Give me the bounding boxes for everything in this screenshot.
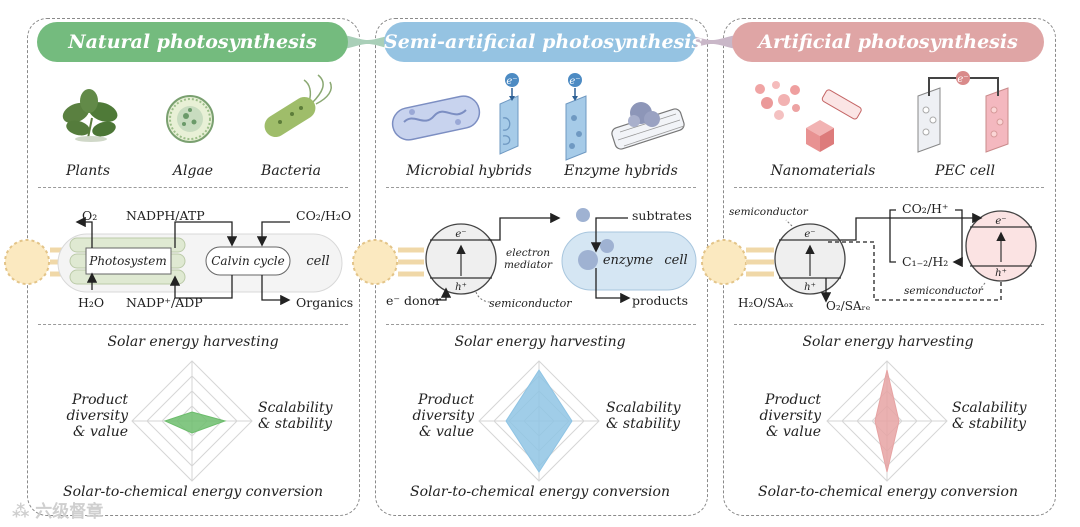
natural-cell-label: cell <box>306 254 329 269</box>
nadp-label: NADP⁺/ADP <box>126 295 203 310</box>
pec-e-label: e⁻ <box>957 74 968 85</box>
label-bacteria: Bacteria <box>261 163 321 179</box>
banner-natural: Natural photosynthesis <box>37 22 348 62</box>
e-donor-label: e⁻ donor <box>386 293 441 308</box>
art-semiconductor-bottom-label: semiconductor <box>904 285 984 297</box>
semi-semiconductor-label: semiconductor <box>489 297 572 310</box>
separator <box>386 187 696 188</box>
semi-cell-label: cell <box>664 253 687 268</box>
art-right-h-label: h⁺ <box>995 268 1007 279</box>
banner-semi-artificial: Semi-artificial photosynthesis <box>384 22 702 62</box>
subtrates-label: subtrates <box>632 208 692 223</box>
radar-value-area <box>505 369 573 473</box>
radar-bottom-label: Solar-to-chemical energy conversion <box>63 484 323 500</box>
microbe-e-label: e⁻ <box>506 76 517 87</box>
microbial-hybrid-icon <box>391 95 481 141</box>
radar-chart <box>826 360 948 482</box>
radar-right-label: Scalability& stability <box>258 400 333 432</box>
photosystem-label: Photosystem <box>88 254 166 268</box>
radar-right-label: Scalability& stability <box>952 400 1027 432</box>
co2-h-label: CO₂/H⁺ <box>902 201 949 216</box>
radar-value-area <box>874 369 900 473</box>
artificial-scheme: e⁻ h⁺ e⁻ h⁺ semiconductor CO₂/H⁺ C₁₋₂/H₂… <box>701 201 1037 313</box>
label-microbial-hybrids: Microbial hybrids <box>406 163 532 179</box>
label-algae: Algae <box>172 163 214 179</box>
separator <box>38 324 348 325</box>
enzyme-label: enzyme <box>603 253 654 268</box>
radar-top-label: Solar energy harvesting <box>802 334 974 350</box>
pec-cell-icon: e⁻ <box>917 71 1009 153</box>
watermark: ⁂ 六级督章 <box>12 502 104 522</box>
products-label: products <box>632 293 688 308</box>
nanotube-enzyme-icon <box>611 102 685 150</box>
o2-sare-label: O₂/SAᵣₑ <box>826 299 871 313</box>
label-nanomaterials: Nanomaterials <box>770 163 876 179</box>
h2o-saox-label: H₂O/SAₒₓ <box>738 296 794 310</box>
mediator-label: mediator <box>504 259 553 271</box>
banner-artificial: Artificial photosynthesis <box>732 22 1044 62</box>
bacteria-icon <box>264 74 332 138</box>
label-pec-cell: PEC cell <box>935 163 995 179</box>
radar-chart <box>478 360 600 482</box>
plant-icon <box>62 89 118 142</box>
art-h-label: h⁺ <box>804 282 816 293</box>
h2o-label: H₂O <box>78 295 104 310</box>
microbe-semiconductor-icon: e⁻ <box>499 73 519 155</box>
natural-scheme: Photosystem Calvin cycle cell O₂ NADPH/A… <box>4 208 353 310</box>
nadph-label: NADPH/ATP <box>126 208 205 223</box>
art-right-e-label: e⁻ <box>995 216 1006 227</box>
radar-top-label: Solar energy harvesting <box>107 334 279 350</box>
radar-bottom-label: Solar-to-chemical energy conversion <box>410 484 670 500</box>
separator <box>386 324 696 325</box>
label-enzyme-hybrids: Enzyme hybrids <box>564 163 678 179</box>
organics-label: Organics <box>296 295 353 310</box>
calvin-cycle-label: Calvin cycle <box>211 254 285 268</box>
separator <box>38 187 348 188</box>
label-plants: Plants <box>65 163 111 179</box>
electron-label: electron <box>506 247 550 259</box>
radar-chart <box>131 360 253 482</box>
radar-right-label: Scalability& stability <box>606 400 681 432</box>
c12-h2-label: C₁₋₂/H₂ <box>902 254 948 269</box>
semi-h-label: h⁺ <box>455 282 467 293</box>
o2-label: O₂ <box>82 208 97 223</box>
co2-h2o-label: CO₂/H₂O <box>296 208 351 223</box>
semi-e-label: e⁻ <box>455 229 466 240</box>
semi-scheme: e⁻ h⁺ enzyme cell electron mediator subt… <box>352 208 697 310</box>
radar-top-label: Solar energy harvesting <box>454 334 626 350</box>
separator <box>734 324 1044 325</box>
algae-icon <box>166 95 214 143</box>
enzyme-semiconductor-icon: e⁻ <box>565 73 587 161</box>
art-semiconductor-top-label: semiconductor <box>729 206 809 218</box>
separator <box>734 187 1044 188</box>
radar-value-area <box>163 411 227 434</box>
nanomaterials-icon <box>755 81 862 152</box>
art-e-label: e⁻ <box>804 229 815 240</box>
enzyme-e-label: e⁻ <box>569 76 580 87</box>
radar-bottom-label: Solar-to-chemical energy conversion <box>758 484 1018 500</box>
